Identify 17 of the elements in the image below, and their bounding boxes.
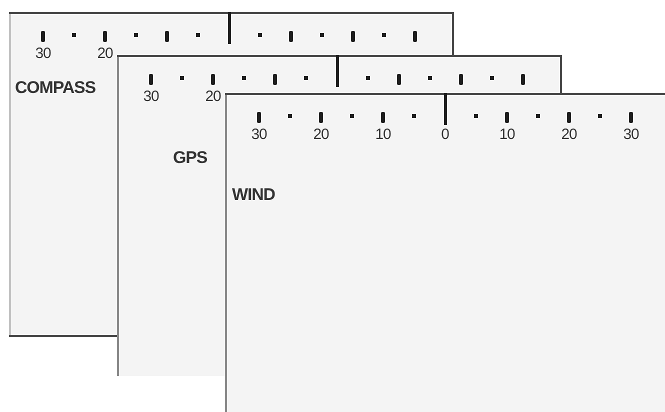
scale-number: 20	[561, 127, 577, 142]
scale-number: 10	[375, 127, 391, 142]
scale-number: 30	[143, 89, 159, 104]
scale-number: 30	[623, 127, 639, 142]
scale-number: 30	[251, 127, 267, 142]
scale-number: 20	[97, 46, 113, 61]
panel-title: COMPASS	[15, 79, 96, 96]
panel-title: GPS	[173, 149, 208, 166]
scale-number: 20	[313, 127, 329, 142]
scale-panel	[9, 12, 117, 337]
scale-number: 0	[441, 127, 449, 142]
panel-title: WIND	[232, 186, 275, 203]
scale-number: 20	[205, 89, 221, 104]
scale-panel	[117, 55, 225, 376]
scale-number: 10	[499, 127, 515, 142]
scale-number: 30	[35, 46, 51, 61]
scale-panel	[225, 93, 665, 412]
